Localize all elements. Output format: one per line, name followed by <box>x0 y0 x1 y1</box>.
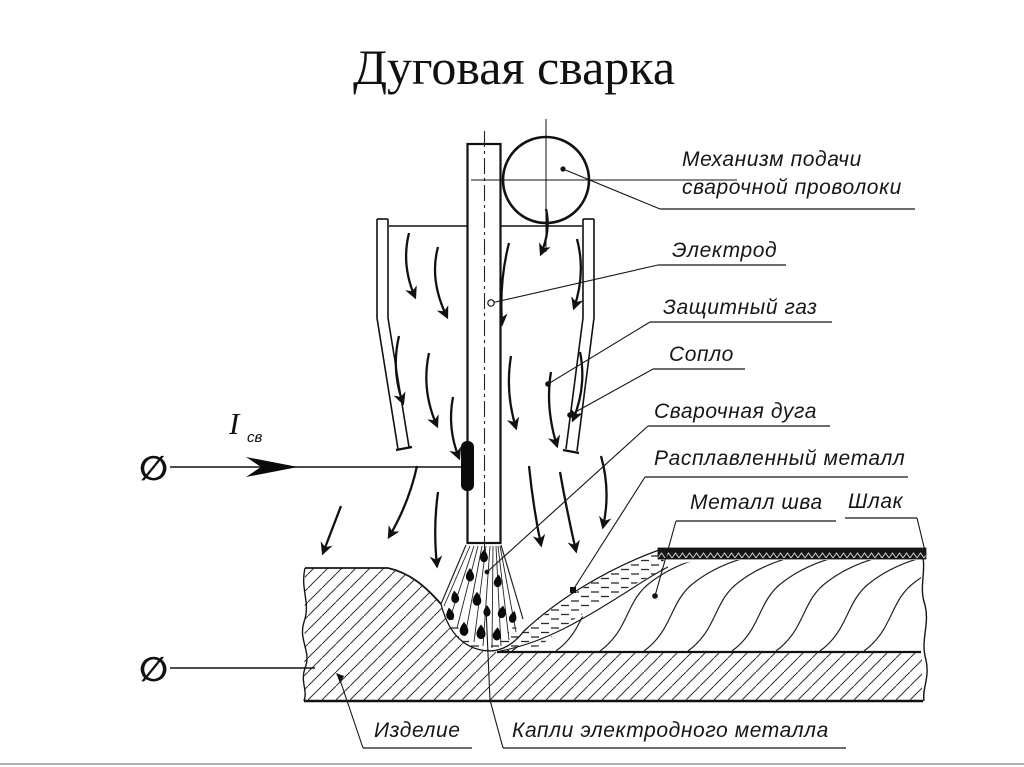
leader-dot-shielding-gas <box>545 381 551 387</box>
page-title: Дуговая сварка <box>353 39 675 95</box>
leader-molten-metal <box>572 476 646 591</box>
pool-bowl-texture <box>445 612 521 651</box>
leader-dot-electrode <box>487 299 495 307</box>
base-metal-hatch <box>304 568 497 701</box>
workpiece-cross-section <box>301 548 928 703</box>
leader-electrode-drops <box>485 607 504 749</box>
diameter-terminal-top-icon: ∅ <box>139 449 168 489</box>
label-electrode: Электрод <box>658 239 786 266</box>
electrode-wire <box>461 131 502 557</box>
label-molten-metal: Расплавленный металл <box>645 447 908 478</box>
label-feed-mechanism-line1: Механизм подачи <box>682 148 862 171</box>
nozzle-right-wall <box>562 218 595 455</box>
leader-nozzle <box>569 368 654 416</box>
current-arrow <box>246 457 298 477</box>
label-feed-mechanism-line2: сварочной проволоки <box>682 176 902 199</box>
svg-text:Капли электродного металла: Капли электродного металла <box>512 719 829 742</box>
svg-text:Электрод: Электрод <box>672 239 777 262</box>
label-nozzle: Сопло <box>653 343 745 370</box>
label-welding-arc: Сварочная дуга <box>648 400 830 427</box>
leader-dot-welding-arc <box>484 569 490 575</box>
pool-surface-line <box>440 549 660 652</box>
svg-text:Шлак: Шлак <box>848 490 904 513</box>
svg-text:Сопло: Сопло <box>669 343 734 366</box>
leader-workpiece <box>338 676 364 749</box>
current-circuit: ∅ ∅ I св <box>139 406 461 690</box>
leader-welding-arc <box>486 425 649 573</box>
current-symbol: I <box>228 406 241 441</box>
left-break-edge <box>301 567 308 702</box>
diameter-terminal-bottom-icon: ∅ <box>139 650 168 690</box>
slide-footer-line <box>0 763 1024 765</box>
slag-layer <box>657 547 927 560</box>
leader-shielding-gas <box>547 321 651 385</box>
label-feed-mechanism: Механизм подачи сварочной проволоки <box>660 148 915 210</box>
svg-text:Изделие: Изделие <box>374 719 461 742</box>
weld-pool <box>440 549 669 652</box>
leader-dot-nozzle <box>567 412 573 418</box>
leader-dot-molten-metal <box>570 587 576 593</box>
crater-wall <box>387 567 442 605</box>
label-electrode-drops: Капли электродного металла <box>503 719 846 749</box>
current-subscript: св <box>247 429 263 446</box>
label-weld-metal: Металл шва <box>676 491 836 522</box>
svg-text:Металл шва: Металл шва <box>690 491 823 514</box>
fusion-line <box>499 566 669 652</box>
leader-weld-metal <box>654 520 677 597</box>
svg-text:Сварочная дуга: Сварочная дуга <box>654 400 817 423</box>
contact-blob <box>461 441 474 491</box>
leader-slag <box>916 517 926 552</box>
leader-feed-mechanism <box>562 168 661 210</box>
leader-dot-weld-metal <box>652 593 658 599</box>
label-shielding-gas: Защитный газ <box>650 296 832 323</box>
leader-dots <box>336 166 658 683</box>
label-slag: Шлак <box>845 490 917 519</box>
gas-flow-arrows <box>320 208 612 569</box>
leader-electrode <box>490 264 659 304</box>
leader-dot-feed-mechanism <box>560 166 566 172</box>
right-break-edge <box>920 548 928 702</box>
label-workpiece: Изделие <box>363 719 472 749</box>
current-label: I св <box>228 406 263 446</box>
svg-text:Расплавленный металл: Расплавленный металл <box>654 447 905 470</box>
leader-arrow-workpiece <box>336 673 344 683</box>
callout-labels: Механизм подачи сварочной проволоки Элек… <box>363 148 917 749</box>
pool-band-texture <box>504 550 668 652</box>
bottom-plate-hatch <box>497 652 922 701</box>
leader-lines <box>338 168 926 749</box>
svg-text:Защитный газ: Защитный газ <box>663 296 817 319</box>
